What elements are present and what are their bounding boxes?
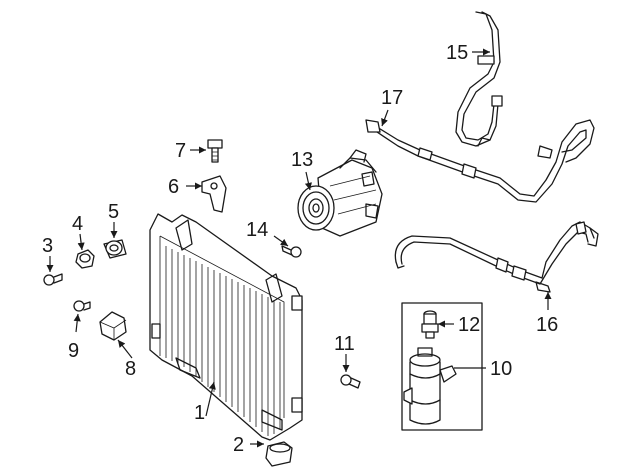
bolt-9[interactable]: [73, 300, 91, 312]
callout-6: 6: [168, 176, 179, 198]
suction-hose[interactable]: [455, 11, 503, 147]
callout-14: 14: [246, 219, 268, 241]
callout-10: 10: [490, 358, 512, 380]
callout-3: 3: [42, 235, 53, 257]
callout-11: 11: [334, 333, 355, 355]
receiver-drier-box[interactable]: [401, 302, 483, 431]
callout-12: 12: [458, 314, 480, 336]
bolt-3[interactable]: [43, 273, 63, 286]
callout-2: 2: [233, 434, 244, 456]
bracket-6[interactable]: [201, 175, 227, 213]
callout-17: 17: [381, 87, 403, 109]
callout-7: 7: [175, 140, 186, 162]
nut-4[interactable]: [75, 249, 95, 269]
bolt-11[interactable]: [340, 374, 361, 389]
liquid-tube[interactable]: [365, 119, 595, 203]
bolt-14[interactable]: [281, 245, 302, 258]
cushion-block-8[interactable]: [99, 311, 127, 341]
receiver-drier[interactable]: [403, 347, 457, 425]
callout-16: 16: [536, 314, 558, 336]
callout-labels: 1 2 3 4 5 6 7 8 9 10 11 12 13 14 15 16 1…: [42, 42, 558, 456]
callout-15: 15: [446, 42, 468, 64]
condenser[interactable]: [149, 213, 303, 441]
callout-5: 5: [108, 201, 119, 223]
ac-compressor[interactable]: [297, 149, 383, 237]
callout-13: 13: [291, 149, 313, 171]
leader-lines: [46, 48, 552, 448]
pressure-switch[interactable]: [421, 310, 439, 339]
bushing-5[interactable]: [103, 239, 127, 259]
callout-9: 9: [68, 340, 79, 362]
discharge-hose[interactable]: [394, 221, 599, 293]
bolt-7[interactable]: [207, 139, 223, 163]
callout-8: 8: [125, 358, 136, 380]
callout-1: 1: [194, 402, 205, 424]
cap-plug[interactable]: [265, 441, 293, 467]
callout-4: 4: [72, 213, 83, 235]
